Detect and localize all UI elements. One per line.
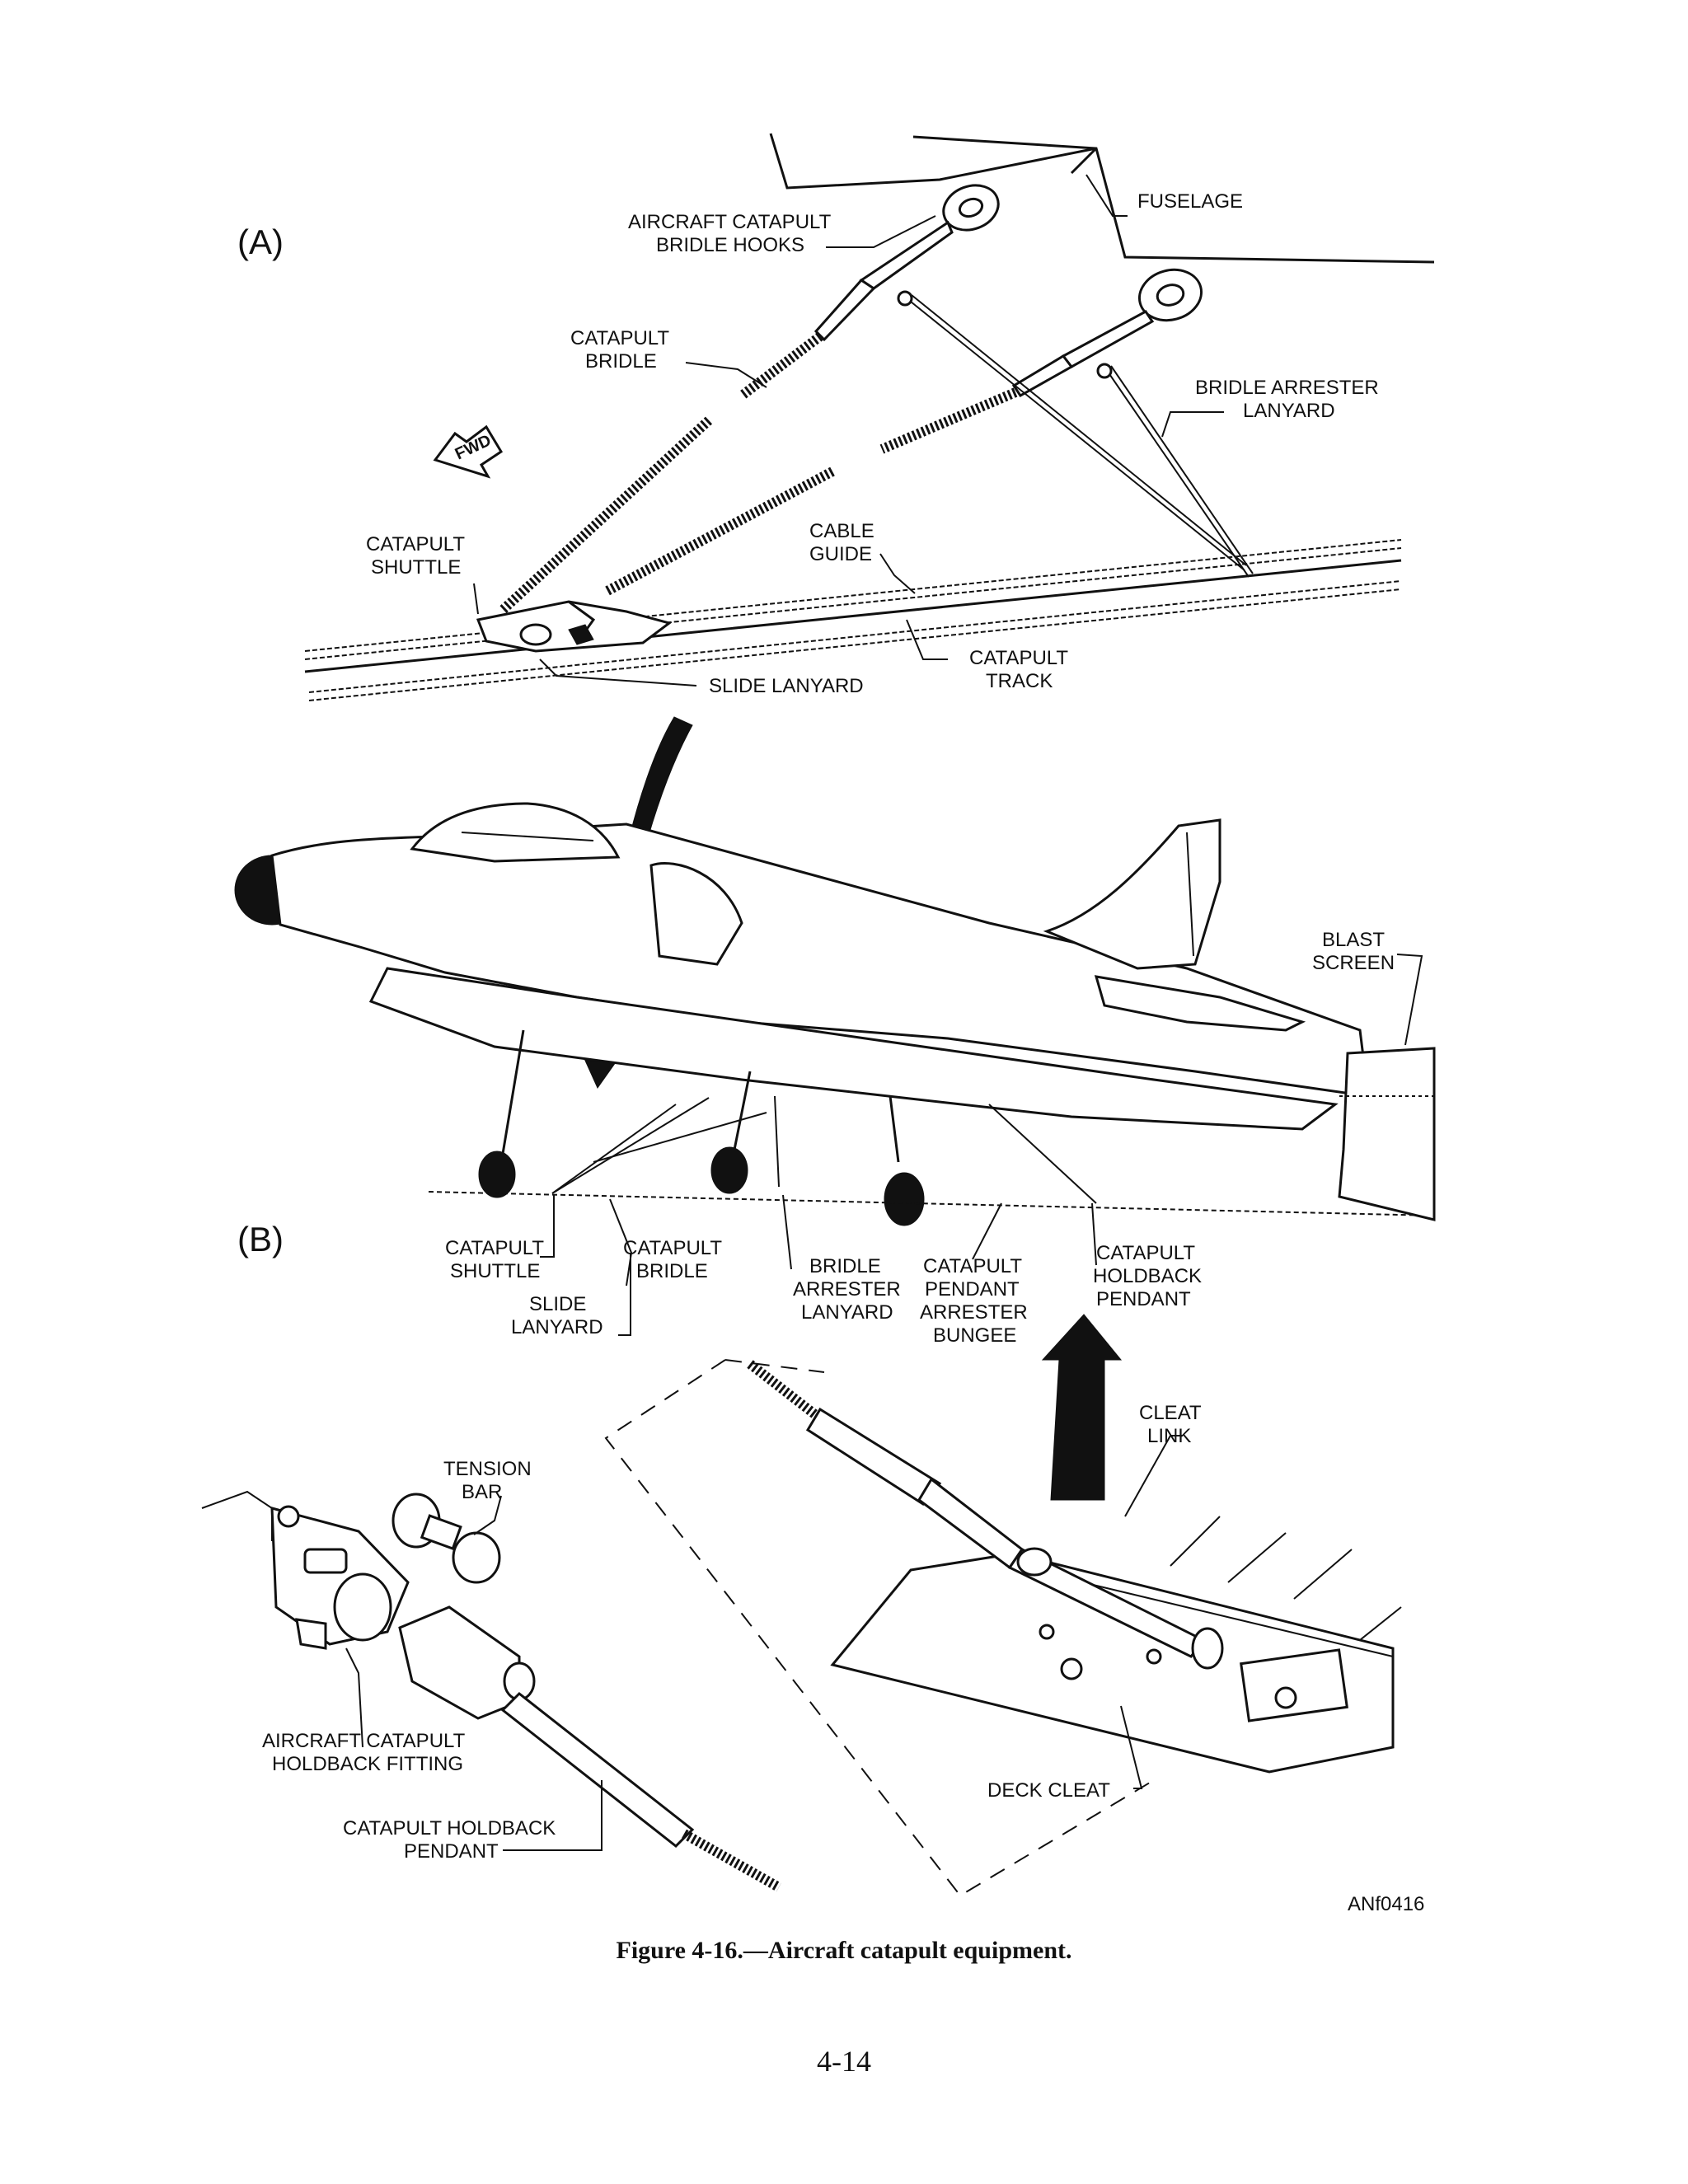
holdback-pendant bbox=[398, 1605, 781, 1892]
label-catapult-track: CATAPULT TRACK bbox=[969, 647, 1073, 692]
label-bridle-hooks: AIRCRAFT CATAPULT BRIDLE HOOKS bbox=[628, 211, 836, 256]
holdback-fitting bbox=[201, 1490, 410, 1650]
fuselage-outline bbox=[769, 133, 1435, 264]
label-slide-lanyard-a: SLIDE LANYARD bbox=[709, 675, 864, 697]
figure-id: ANf0416 bbox=[1348, 1893, 1424, 1915]
page-number: 4-14 bbox=[817, 2045, 871, 2078]
label-blast-screen: BLAST SCREEN bbox=[1312, 929, 1395, 974]
figure-caption: Figure 4-16.—Aircraft catapult equipment… bbox=[616, 1937, 1072, 1964]
panel-b-leaders bbox=[540, 954, 1423, 1336]
label-tension-bar: TENSION BAR bbox=[443, 1458, 537, 1503]
panel-a-leaders bbox=[473, 174, 1224, 687]
up-arrow-icon bbox=[1041, 1314, 1123, 1501]
bridle-hooks bbox=[814, 184, 1203, 397]
label-catapult-bridle-b: CATAPULT BRIDLE bbox=[623, 1237, 727, 1282]
panel-c: CLEAT LINK TENSION BAR AIRCRAFT CATAPULT… bbox=[201, 1359, 1402, 1897]
label-cable-guide: CABLE GUIDE bbox=[809, 520, 879, 565]
panel-b: (B) bbox=[234, 802, 1436, 1347]
label-pendant-arrester-bungee: CATAPULT PENDANT ARRESTER BUNGEE bbox=[920, 1255, 1033, 1347]
panel-c-labels: CLEAT LINK TENSION BAR AIRCRAFT CATAPULT… bbox=[262, 1402, 1207, 1863]
label-catapult-shuttle-b: CATAPULT SHUTTLE bbox=[445, 1237, 549, 1282]
label-bridle-arrester-lanyard-b: BRIDLE ARRESTER LANYARD bbox=[793, 1255, 906, 1324]
fwd-arrow-icon: FWD bbox=[433, 424, 504, 479]
label-cleat-link: CLEAT LINK bbox=[1139, 1402, 1207, 1447]
label-deck-cleat: DECK CLEAT bbox=[987, 1779, 1110, 1802]
detail-outline bbox=[604, 1359, 1155, 1897]
label-bridle-arrester-lanyard-a: BRIDLE ARRESTER LANYARD bbox=[1195, 377, 1384, 422]
bridle-arrester-lanyard bbox=[897, 290, 1254, 578]
panel-a: (A) bbox=[237, 133, 1435, 701]
catapult-shuttle bbox=[476, 600, 673, 653]
label-holdback-fitting: AIRCRAFT CATAPULT HOLDBACK FITTING bbox=[262, 1730, 470, 1775]
label-holdback-pendant-b: CATAPULT HOLDBACK PENDANT bbox=[1093, 1242, 1207, 1310]
panel-c-leaders bbox=[345, 1435, 1183, 1851]
label-fuselage: FUSELAGE bbox=[1137, 190, 1243, 213]
cleat-link-assembly bbox=[747, 1360, 1224, 1670]
label-holdback-pendant-c: CATAPULT HOLDBACK PENDANT bbox=[343, 1817, 561, 1863]
label-slide-lanyard-b: SLIDE LANYARD bbox=[511, 1293, 603, 1338]
panel-a-label: (A) bbox=[237, 223, 284, 261]
blast-screen bbox=[1338, 1047, 1436, 1221]
catapult-track bbox=[304, 539, 1402, 701]
panel-a-labels: FUSELAGE AIRCRAFT CATAPULT BRIDLE HOOKS … bbox=[366, 190, 1384, 697]
panel-b-rigging bbox=[551, 1095, 1097, 1204]
label-catapult-bridle-a: CATAPULT BRIDLE bbox=[570, 327, 674, 373]
catapult-bridle bbox=[499, 332, 1018, 614]
deck-cleat bbox=[830, 1516, 1402, 1774]
panel-b-labels: BLAST SCREEN CATAPULT SHUTTLE CATAPULT B… bbox=[445, 929, 1395, 1347]
aircraft bbox=[234, 802, 1435, 1226]
tension-bar bbox=[392, 1493, 501, 1584]
label-catapult-shuttle-a: CATAPULT SHUTTLE bbox=[366, 533, 470, 579]
panel-b-label: (B) bbox=[237, 1220, 284, 1258]
